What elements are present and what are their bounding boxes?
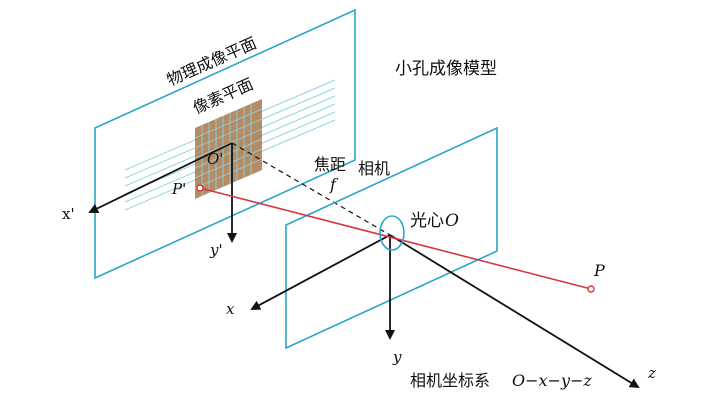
y-axis-label: y [392,348,402,366]
pixel-plane [195,99,262,199]
x-prime-axis [88,142,233,214]
world-point-marker [587,285,595,293]
camera-frame-formula: O−x−y−z [512,371,592,390]
y-prime-axis-label: y' [209,241,223,259]
optical-center-label: 光心 [410,211,444,231]
z-axis-label: z [647,364,656,382]
image-point-marker [196,184,204,192]
x-axis [250,234,391,310]
image-origin-label: O' [207,150,223,168]
optical-center-symbol: O [445,211,459,231]
camera-frame-label: 相机坐标系 [410,371,490,390]
x-prime-axis-label: x' [62,205,75,223]
focal-length-line [231,142,391,236]
z-axis [389,234,640,389]
x-axis-label: x [226,300,235,318]
diagram-title: 小孔成像模型 [395,59,497,79]
optical-center-marker [379,215,405,251]
world-point-label: P [593,261,605,280]
pixel-grid [194,104,263,196]
camera-label: 相机 [358,159,390,178]
projection-ray [199,187,592,290]
image-point-label: P' [171,180,186,198]
physical-imaging-plane [94,8,356,280]
camera-plane [285,126,498,350]
focal-symbol: f [329,175,339,194]
focal-length-label: 焦距 [314,155,346,174]
